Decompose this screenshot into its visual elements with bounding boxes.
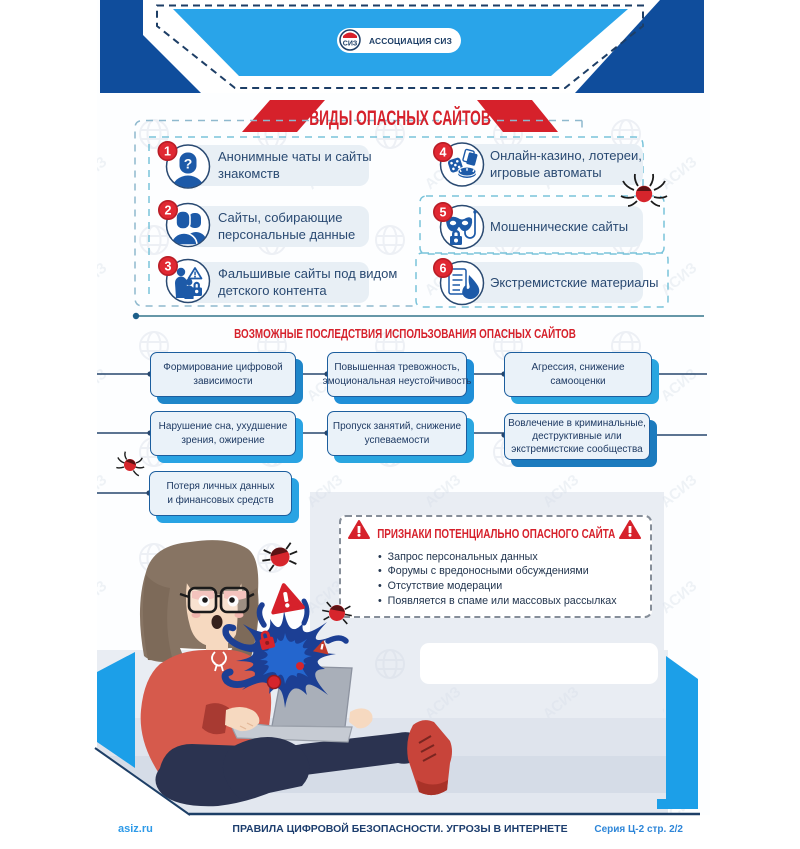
- svg-text:3: 3: [165, 260, 172, 274]
- svg-text:?: ?: [184, 156, 193, 172]
- svg-text:4: 4: [440, 146, 447, 160]
- svg-text:6: 6: [440, 262, 447, 276]
- svg-text:1: 1: [164, 145, 171, 159]
- svg-text:2: 2: [165, 204, 172, 218]
- svg-text:СИЗ: СИЗ: [343, 41, 358, 48]
- svg-text:5: 5: [440, 206, 447, 220]
